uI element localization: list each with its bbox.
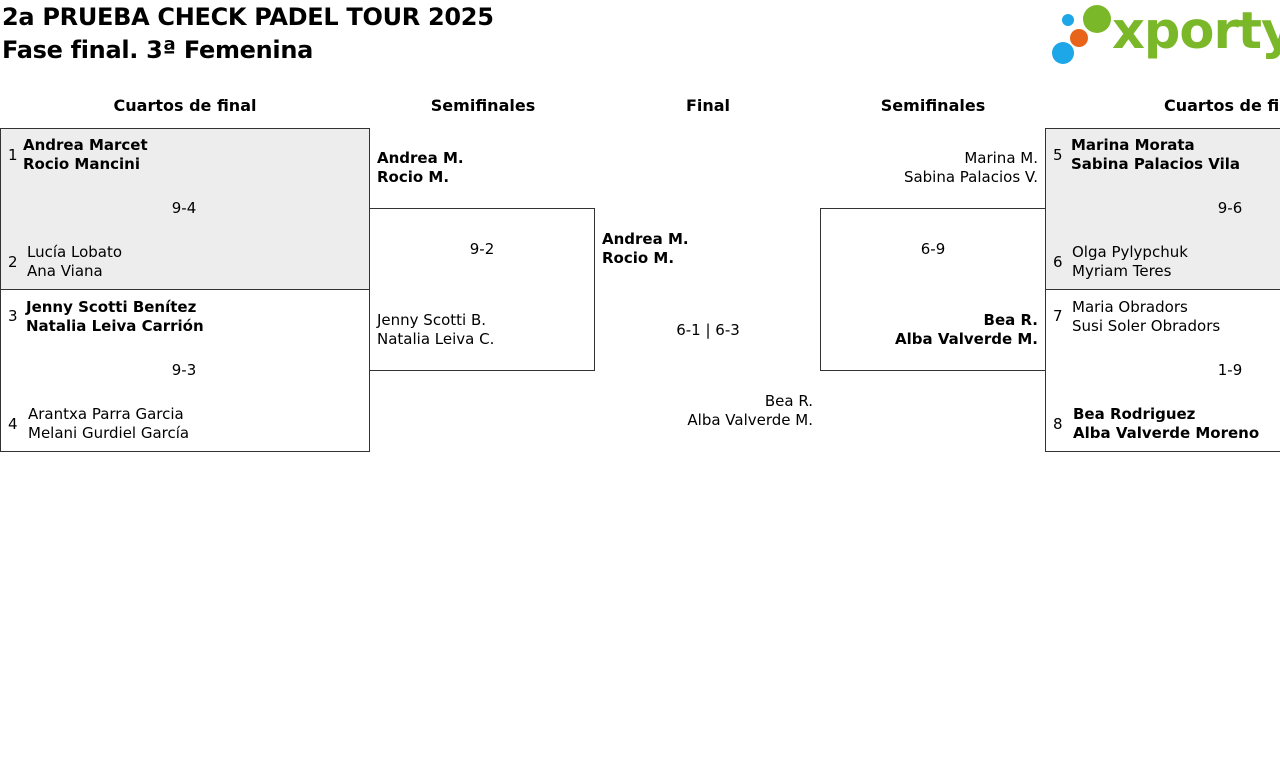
loser-pair: Arantxa Parra Garcia Melani Gurdiel Garc…	[28, 405, 189, 443]
player-name: Susi Soler Obradors	[1072, 317, 1221, 335]
player-name: Rocio M.	[377, 168, 450, 186]
match-score: 6-9	[920, 240, 946, 258]
player-name: Lucía Lobato	[27, 243, 123, 261]
logo-dot-green	[1083, 5, 1111, 33]
loser-pair: Lucía Lobato Ana Viana	[27, 243, 122, 281]
xporty-logo[interactable]: xporty	[1050, 2, 1280, 66]
match-score: 1-9	[1217, 361, 1243, 379]
final-score: 6-1 | 6-3	[676, 321, 740, 339]
player-name: Arantxa Parra Garcia	[28, 405, 184, 423]
round-header-semis-left: Semifinales	[430, 96, 536, 115]
winner-pair: Andrea Marcet Rocio Mancini	[23, 136, 148, 174]
loser-pair: Olga Pylypchuk Myriam Teres	[1072, 243, 1188, 281]
player-name: Alba Valverde M.	[895, 330, 1038, 348]
player-name: Natalia Leiva Carrión	[26, 317, 204, 335]
round-header-quarters-right: Cuartos de final	[1164, 96, 1280, 115]
player-name: Sabina Palacios V.	[903, 168, 1038, 186]
seed-number: 7	[1053, 307, 1063, 325]
round-header-semis-right: Semifinales	[880, 96, 986, 115]
match-score: 9-6	[1217, 199, 1243, 217]
winner-pair: Marina Morata Sabina Palacios Vila	[1071, 136, 1240, 174]
quarterfinal-match-4[interactable]	[1045, 289, 1280, 452]
player-name: Bea R.	[983, 311, 1038, 329]
loser-pair: Jenny Scotti B. Natalia Leiva C.	[377, 311, 494, 349]
seed-number: 3	[8, 307, 18, 325]
winner-pair: Andrea M. Rocio M.	[377, 149, 464, 187]
winner-pair: Bea R. Alba Valverde M.	[895, 311, 1038, 349]
player-name: Andrea M.	[602, 230, 689, 248]
seed-number: 2	[8, 253, 18, 271]
logo-wordmark: xporty	[1112, 2, 1280, 61]
player-name: Jenny Scotti Benítez	[26, 298, 197, 316]
match-score: 9-2	[469, 240, 495, 258]
player-name: Andrea M.	[377, 149, 464, 167]
player-name: Alba Valverde Moreno	[1073, 424, 1260, 442]
player-name: Marina Morata	[1071, 136, 1195, 154]
quarterfinal-match-3[interactable]	[1045, 128, 1280, 290]
player-name: Olga Pylypchuk	[1072, 243, 1188, 261]
loser-pair: Marina M. Sabina Palacios V.	[904, 149, 1038, 187]
seed-number: 5	[1053, 146, 1063, 164]
player-name: Alba Valverde M.	[687, 411, 813, 429]
seed-number: 6	[1053, 253, 1063, 271]
seed-number: 4	[8, 415, 18, 433]
loser-pair: Maria Obradors Susi Soler Obradors	[1072, 298, 1220, 336]
logo-dot-blue-bottom	[1052, 42, 1074, 64]
round-header-final: Final	[685, 96, 731, 115]
player-name: Andrea Marcet	[23, 136, 148, 154]
player-name: Bea R.	[764, 392, 813, 410]
player-name: Rocio Mancini	[23, 155, 140, 173]
player-name: Marina M.	[964, 149, 1038, 167]
winner-pair: Jenny Scotti Benítez Natalia Leiva Carri…	[26, 298, 204, 336]
phase-subtitle: Fase final. 3ª Femenina	[2, 36, 314, 64]
player-name: Myriam Teres	[1072, 262, 1172, 280]
player-name: Sabina Palacios Vila	[1071, 155, 1241, 173]
player-name: Jenny Scotti B.	[377, 311, 487, 329]
player-name: Rocio M.	[602, 249, 675, 267]
final-winner-pair: Andrea M. Rocio M.	[602, 230, 689, 268]
match-score: 9-4	[171, 199, 197, 217]
winner-pair: Bea Rodriguez Alba Valverde Moreno	[1073, 405, 1259, 443]
seed-number: 1	[8, 146, 18, 164]
player-name: Ana Viana	[27, 262, 103, 280]
player-name: Maria Obradors	[1072, 298, 1188, 316]
semifinal-match-left[interactable]	[369, 208, 595, 371]
match-score: 9-3	[171, 361, 197, 379]
logo-dot-blue-top	[1062, 14, 1074, 26]
seed-number: 8	[1053, 415, 1063, 433]
tournament-title: 2a PRUEBA CHECK PADEL TOUR 2025	[2, 3, 494, 31]
player-name: Bea Rodriguez	[1073, 405, 1196, 423]
round-header-quarters-left: Cuartos de final	[113, 96, 257, 115]
player-name: Melani Gurdiel García	[28, 424, 190, 442]
final-runner-up-pair: Bea R. Alba Valverde M.	[687, 392, 813, 430]
player-name: Natalia Leiva C.	[377, 330, 495, 348]
logo-dot-orange	[1070, 29, 1088, 47]
quarterfinal-match-1[interactable]	[0, 128, 370, 290]
